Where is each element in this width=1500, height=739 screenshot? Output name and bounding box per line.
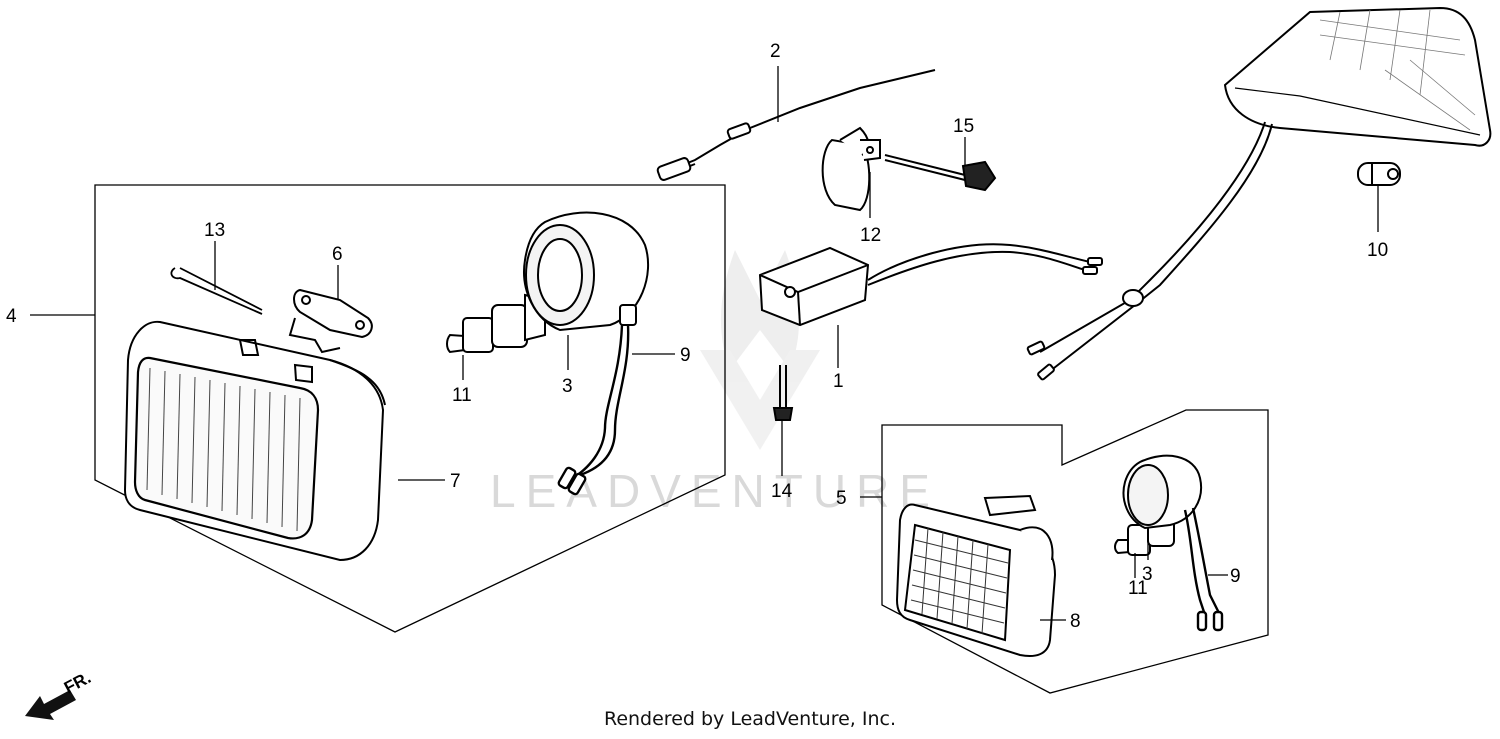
wire-harness-large: [557, 324, 630, 496]
bulb-large: [446, 293, 546, 354]
callout-7: 7: [450, 471, 461, 492]
callout-15: 15: [953, 116, 974, 137]
wire-harness-small: [1183, 507, 1224, 632]
clamp: [821, 126, 881, 212]
leader-lines: [30, 66, 1379, 621]
cotter-pin: [170, 267, 263, 315]
assembly-5-outline: [881, 409, 1269, 694]
callout-14: 14: [771, 481, 793, 502]
render-credit: Rendered by LeadVenture, Inc.: [603, 708, 897, 730]
callout-8: 8: [1070, 611, 1081, 632]
callout-3-small: 3: [1142, 564, 1153, 585]
callout-5: 5: [836, 488, 847, 509]
callout-11-small: 11: [1128, 578, 1148, 599]
callout-9-small: 9: [1230, 566, 1241, 587]
callout-1: 1: [833, 371, 844, 392]
bulb-socket-large: [523, 211, 650, 332]
callout-2: 2: [770, 41, 781, 62]
callout-9-large: 9: [680, 345, 691, 366]
relay-unit: [758, 243, 1103, 327]
bulb-small: [1357, 162, 1401, 186]
headlight-small: [895, 494, 1057, 658]
cable: [656, 69, 936, 181]
callout-10: 10: [1367, 240, 1388, 261]
rear-light: [1026, 6, 1492, 381]
callout-13: 13: [204, 220, 225, 241]
assembly-4-outline: [94, 184, 726, 633]
headlight-large: [123, 320, 386, 562]
callout-12: 12: [860, 225, 881, 246]
bulb-socket-small: [1122, 454, 1203, 530]
bolt: [884, 154, 997, 192]
callout-6: 6: [332, 244, 343, 265]
callout-3-large: 3: [562, 376, 573, 397]
screw: [772, 365, 794, 421]
callout-4: 4: [6, 306, 17, 327]
callout-11-large: 11: [452, 385, 472, 406]
watermark-text: LEADVENTURE: [490, 465, 940, 517]
mounting-bracket: [288, 288, 373, 354]
